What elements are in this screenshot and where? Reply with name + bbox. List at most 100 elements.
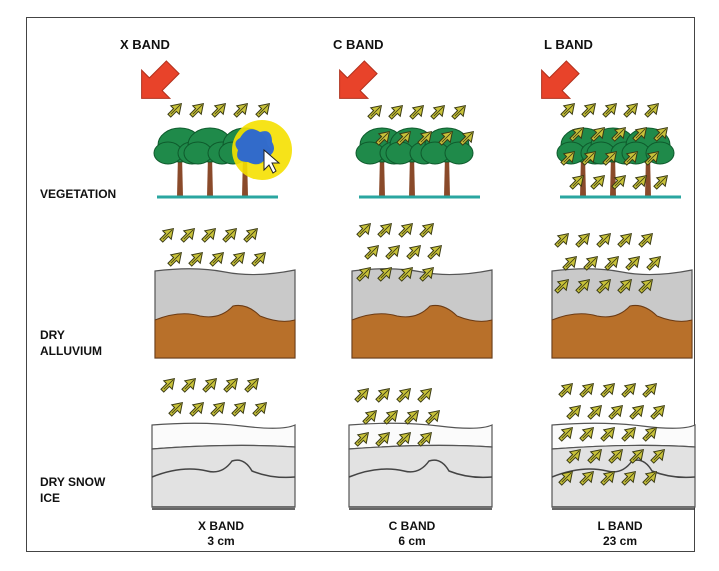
l-band-name: L BAND [597,519,643,533]
wave-leaf-icon [181,377,197,393]
wave-leaf-icon [579,470,595,486]
wave-leaf-icon [233,102,249,118]
wave-leaf-icon [569,126,585,142]
wave-leaf-icon [600,470,616,486]
wave-leaf-icon [579,426,595,442]
wave-leaf-icon [579,382,595,398]
x-band-incident-arrow [141,60,180,99]
wave-leaf-icon [356,222,372,238]
wave-leaf-icon [252,401,268,417]
x-band-name: X BAND [197,519,244,533]
wave-leaf-icon [404,409,420,425]
wave-leaf-icon [560,102,576,118]
wave-leaf-icon [587,448,603,464]
wave-leaf-icon [168,401,184,417]
wave-leaf-icon [623,150,639,166]
wave-leaf-icon [638,278,654,294]
wave-leaf-icon [364,244,380,260]
wave-leaf-icon [419,222,435,238]
wave-leaf-icon [566,404,582,420]
wave-leaf-icon [608,404,624,420]
l-band-incident-arrow [541,60,580,99]
wave-leaf-icon [417,130,433,146]
c-band-footer: C BAND 6 cm [357,519,467,549]
wave-leaf-icon [417,387,433,403]
wave-leaf-icon [377,222,393,238]
wave-leaf-icon [629,448,645,464]
wave-leaf-icon [409,104,425,120]
wave-leaf-icon [231,401,247,417]
wave-leaf-icon [653,126,669,142]
wave-leaf-icon [383,409,399,425]
wave-leaf-icon [644,102,660,118]
wave-leaf-icon [230,251,246,267]
wave-leaf-icon [180,227,196,243]
wave-leaf-icon [354,431,370,447]
c-band-snow-snow-body [348,444,493,508]
wave-leaf-icon [638,232,654,248]
wave-leaf-icon [590,126,606,142]
wave-leaf-icon [202,377,218,393]
wave-leaf-icon [583,255,599,271]
wave-leaf-icon [419,266,435,282]
l-band-wavelength: 23 cm [602,534,638,548]
wave-leaf-icon [375,387,391,403]
wave-leaf-icon [625,255,641,271]
wave-leaf-icon [188,251,204,267]
wave-leaf-icon [650,404,666,420]
wave-leaf-icon [396,431,412,447]
wave-leaf-icon [623,102,639,118]
wave-leaf-icon [398,222,414,238]
wave-leaf-icon [581,150,597,166]
x-band-alluvium-bedrock-layer [154,305,296,359]
wave-leaf-icon [396,387,412,403]
wave-leaf-icon [189,401,205,417]
c-band-header: C BAND [333,37,384,52]
wave-leaf-icon [632,126,648,142]
wave-leaf-icon [367,104,383,120]
wave-leaf-icon [159,227,175,243]
x-band-footer: X BAND 3 cm [166,519,276,549]
wave-leaf-icon [560,150,576,166]
l-band-alluvium-bedrock-layer [551,305,693,359]
wave-leaf-icon [377,266,393,282]
wave-leaf-icon [562,255,578,271]
alluvium-label-line2: ALLUVIUM [40,344,102,358]
wave-leaf-icon [211,102,227,118]
c-band-alluvium-bedrock-layer [351,305,493,359]
wave-leaf-icon [210,401,226,417]
wave-leaf-icon [602,150,618,166]
wave-leaf-icon [602,102,618,118]
wave-leaf-icon [398,266,414,282]
snow-label-line2: ICE [40,491,61,505]
wave-leaf-icon [201,227,217,243]
wave-leaf-icon [251,251,267,267]
wave-leaf-icon [596,278,612,294]
wave-leaf-icon [646,255,662,271]
wave-leaf-icon [354,387,370,403]
wave-leaf-icon [209,251,225,267]
x-band-wavelength: 3 cm [207,534,235,548]
l-band-header: L BAND [544,37,593,52]
wave-leaf-icon [244,377,260,393]
wave-leaf-icon [611,126,627,142]
wave-leaf-icon [575,232,591,248]
wave-leaf-icon [566,448,582,464]
wave-leaf-icon [167,251,183,267]
wave-leaf-icon [596,232,612,248]
wave-leaf-icon [569,174,585,190]
wave-leaf-icon [430,104,446,120]
wave-leaf-icon [222,227,238,243]
wave-leaf-icon [644,150,660,166]
wave-leaf-icon [438,130,454,146]
wave-leaf-icon [425,409,441,425]
wave-leaf-icon [604,255,620,271]
wave-leaf-icon [388,104,404,120]
wave-leaf-icon [375,431,391,447]
x-band-snow-snow-body [151,444,296,508]
wave-leaf-icon [608,448,624,464]
wave-leaf-icon [451,104,467,120]
wave-leaf-icon [617,278,633,294]
wave-leaf-icon [167,102,183,118]
